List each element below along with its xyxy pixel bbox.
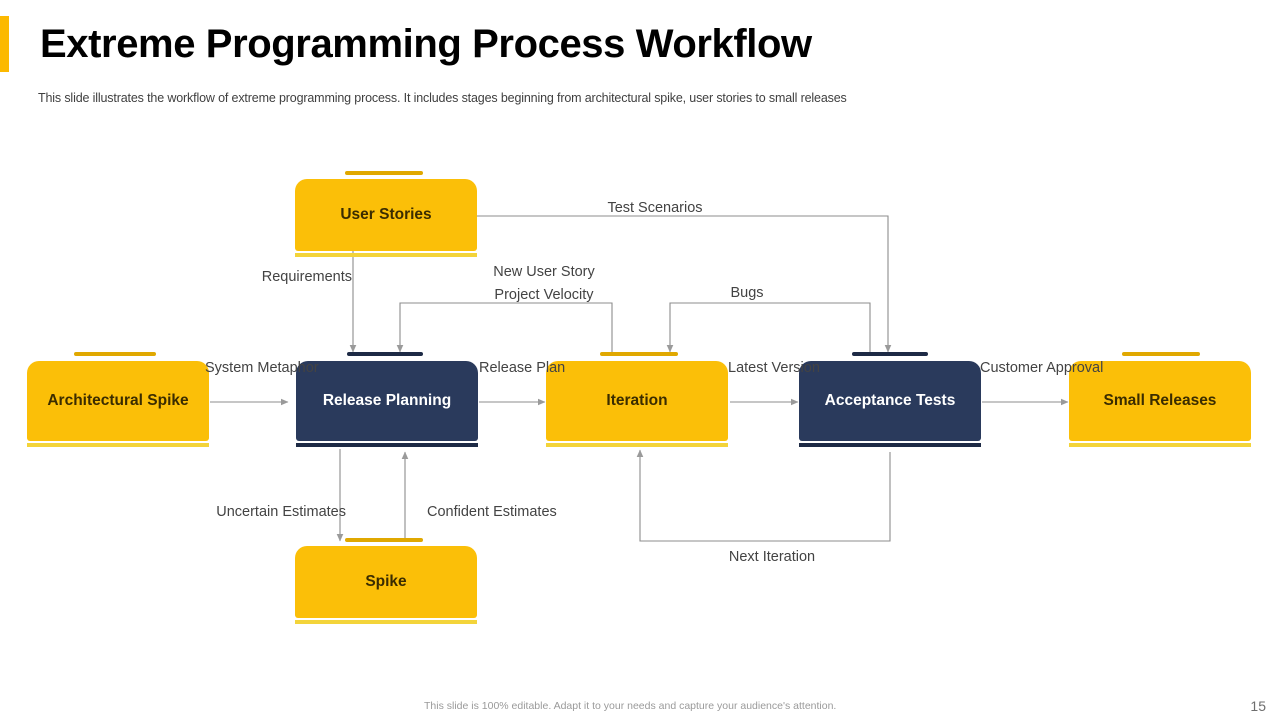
edge-label-confident-estimates: Confident Estimates bbox=[427, 501, 597, 524]
node-top-accent-bar bbox=[1122, 352, 1200, 356]
node-bottom-accent-bar bbox=[546, 443, 728, 447]
page-number: 15 bbox=[1250, 698, 1266, 714]
node-bottom-accent-bar bbox=[295, 620, 477, 624]
edge-label-text: Test Scenarios bbox=[607, 200, 703, 216]
node-bottom-accent-bar bbox=[296, 443, 478, 447]
edge-label-release-plan: Release Plan bbox=[479, 357, 566, 380]
edge-label-text: Customer Approval bbox=[980, 360, 1104, 376]
node-top-accent-bar bbox=[345, 538, 423, 542]
node-label: Spike bbox=[365, 573, 407, 590]
edge-label-text: Confident Estimates bbox=[427, 504, 557, 520]
node-body[interactable]: Spike bbox=[295, 546, 477, 618]
node-label: Release Planning bbox=[322, 392, 452, 409]
node-label: Small Releases bbox=[1103, 392, 1217, 409]
node-body[interactable]: Architectural Spike bbox=[27, 361, 209, 441]
node-top-accent-bar bbox=[600, 352, 678, 356]
node-bottom-accent-bar bbox=[27, 443, 209, 447]
edge-label-text: Next Iteration bbox=[728, 549, 816, 565]
node-body[interactable]: User Stories bbox=[295, 179, 477, 251]
node-top-accent-bar bbox=[345, 171, 423, 175]
node-bottom-accent-bar bbox=[799, 443, 981, 447]
edge-label-bugs: Bugs bbox=[697, 282, 797, 305]
edge-label-uncertain-estimates: Uncertain Estimates bbox=[180, 501, 346, 524]
node-body[interactable]: Small Releases bbox=[1069, 361, 1251, 441]
node-label: Acceptance Tests bbox=[824, 392, 956, 409]
page-subtitle: This slide illustrates the workflow of e… bbox=[38, 91, 847, 105]
node-label: Iteration bbox=[606, 392, 668, 409]
node-label: User Stories bbox=[340, 206, 432, 223]
node-top-accent-bar bbox=[74, 352, 156, 356]
edge-label-text: Latest Version bbox=[728, 360, 820, 376]
edge-label-new-user-story: New User Story Project Velocity bbox=[463, 261, 625, 306]
node-top-accent-bar bbox=[852, 352, 928, 356]
title-accent-bar bbox=[0, 16, 9, 72]
node-bottom-accent-bar bbox=[1069, 443, 1251, 447]
node-bottom-accent-bar bbox=[295, 253, 477, 257]
edge-label-customer-approval: Customer Approval bbox=[980, 357, 1104, 380]
footer-note: This slide is 100% editable. Adapt it to… bbox=[424, 700, 837, 712]
page-title: Extreme Programming Process Workflow bbox=[40, 22, 812, 66]
node-body[interactable]: Release Planning bbox=[296, 361, 478, 441]
edge-label-text: Project Velocity bbox=[494, 286, 594, 303]
edge-label-text: Bugs bbox=[730, 285, 764, 301]
edge-label-text: Uncertain Estimates bbox=[216, 504, 346, 520]
node-top-accent-bar bbox=[347, 352, 423, 356]
edge-label-text: New User Story bbox=[493, 264, 595, 280]
edge-label-next-iteration: Next Iteration bbox=[692, 546, 852, 569]
edge-label-system-metaphor: System Metaphor bbox=[205, 357, 319, 380]
edge-label-text: Release Plan bbox=[479, 360, 566, 376]
edge-label-text: System Metaphor bbox=[205, 360, 319, 376]
node-label: Architectural Spike bbox=[47, 392, 189, 409]
edge-label-requirements: Requirements bbox=[176, 266, 352, 289]
node-body[interactable]: Acceptance Tests bbox=[799, 361, 981, 441]
edge-label-test-scenarios: Test Scenarios bbox=[575, 197, 735, 220]
edge-label-latest-version: Latest Version bbox=[728, 357, 820, 380]
node-body[interactable]: Iteration bbox=[546, 361, 728, 441]
edge-label-text: Requirements bbox=[261, 269, 352, 285]
